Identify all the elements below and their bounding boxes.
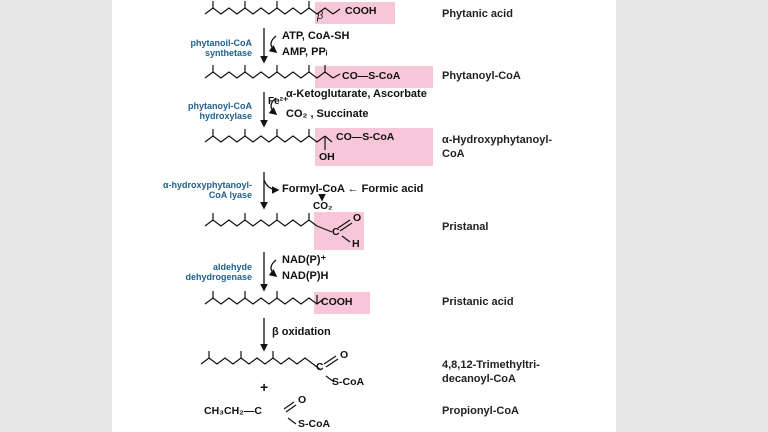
beta-marker: β — [317, 10, 324, 22]
pristanal-o-label: O — [353, 212, 362, 224]
trimethyl-name-line1: 4,8,12-Trimethyltri- — [442, 359, 540, 371]
skeletal-structures — [200, 1, 353, 425]
enzyme-lyase-line2: CoA lyase — [208, 190, 252, 200]
chain-phytanic — [204, 7, 334, 15]
propionyl-formula: CH₃CH₂—C — [204, 405, 262, 417]
pristanal-h-label: H — [352, 238, 360, 250]
propionyl-o-label: O — [298, 394, 307, 406]
step2-cofactor: Fe²⁺ — [268, 96, 289, 107]
chain-hydroxy — [204, 135, 326, 143]
pristanic-cooh-label: COOH — [321, 296, 353, 308]
propionyl-coa-name: Propionyl-CoA — [442, 405, 519, 417]
flow-arrows — [260, 28, 326, 352]
plus-sign: + — [260, 379, 269, 395]
pristanal-name: Pristanal — [442, 221, 489, 233]
hydroxy-group-label: CO—S-CoA — [336, 131, 395, 143]
pristanal-c-label: C — [332, 226, 340, 238]
enzyme-dehydrogenase-line2: dehydrogenase — [185, 272, 252, 282]
chain-pristanic — [204, 297, 326, 305]
curve-step-1 — [268, 35, 278, 53]
enzyme-synthetase-line2: synthetase — [204, 48, 252, 58]
curve-step-3 — [263, 179, 280, 194]
step3-co2: CO₂ — [313, 201, 333, 212]
chain-pristanal — [204, 219, 318, 227]
hydroxyphytanoyl-name-line1: α-Hydroxyphytanoyl- — [442, 134, 553, 146]
propionyl-s-label: S-CoA — [298, 418, 331, 430]
highlight-boxes — [314, 2, 433, 314]
step4-input: NAD(P)⁺ — [282, 254, 327, 266]
phytanoyl-coa-name: Phytanoyl-CoA — [442, 70, 521, 82]
chain-trimethyl — [200, 357, 314, 365]
phytanic-acid-name: Phytanic acid — [442, 8, 513, 20]
curve-step-4 — [268, 259, 278, 277]
trimethyl-c-label: C — [316, 361, 324, 373]
step1-input: ATP, CoA-SH — [282, 30, 350, 42]
beta-oxidation-label: β oxidation — [272, 326, 331, 338]
trimethyl-name-line2: decanoyl-CoA — [442, 373, 516, 385]
pathway-diagram — [200, 1, 433, 425]
enzyme-dehydrogenase-line1: aldehyde — [212, 262, 252, 272]
pristanic-acid-name: Pristanic acid — [442, 296, 514, 308]
highlight-phytanoyl — [315, 66, 433, 88]
enzyme-hydroxylase-line1: phytanoyl-CoA — [188, 101, 252, 111]
chain-phytanoyl — [204, 71, 334, 79]
hydroxyphytanoyl-name-line2: CoA — [442, 148, 465, 160]
step2-output: CO₂ , Succinate — [286, 108, 369, 120]
highlight-phytanic — [315, 2, 395, 24]
enzyme-synthetase-line1: phytanoil-CoA — [190, 38, 253, 48]
highlight-pristanic — [314, 292, 370, 314]
slide: COOH β Phytanic acid CO—S-CoA Phytanoyl-… — [112, 0, 616, 432]
step2-input: α-Ketoglutarate, Ascorbate — [286, 88, 427, 100]
trimethyl-s-label: S-CoA — [332, 376, 365, 388]
enzyme-lyase-line1: α-hydroxyphytanoyl- — [162, 180, 252, 190]
hydroxy-oh-label: OH — [319, 151, 335, 163]
step1-output: AMP, PPᵢ — [282, 46, 328, 58]
highlight-hydroxy — [315, 128, 433, 166]
step3-output: Formyl-CoA ← Formic acid — [282, 183, 424, 195]
phytanoyl-group-label: CO—S-CoA — [342, 70, 401, 82]
enzyme-hydroxylase-line2: hydroxylase — [199, 111, 252, 121]
trimethyl-o-label: O — [340, 349, 349, 361]
curve-step-2 — [268, 97, 278, 115]
highlight-pristanal — [314, 212, 364, 250]
step4-output: NAD(P)H — [282, 270, 329, 282]
phytanic-cooh-label: COOH — [345, 5, 377, 17]
